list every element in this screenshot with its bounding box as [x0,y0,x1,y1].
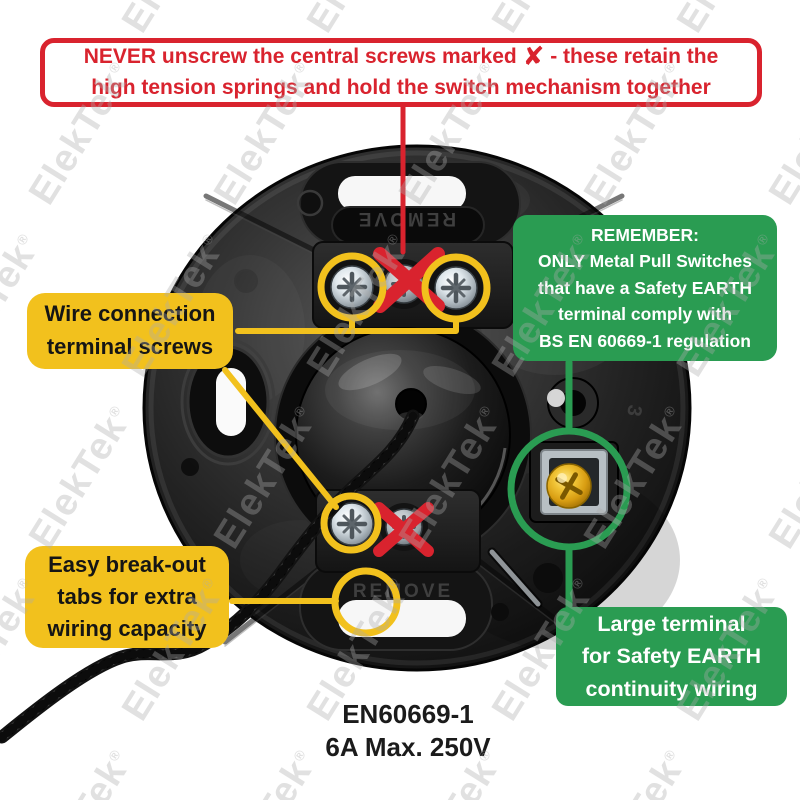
breakout-tabs-label: Easy break-out tabs for extra wiring cap… [25,546,229,648]
warning-text-line2: high tension springs and hold the switch… [91,75,711,99]
earth-terminal [529,441,619,523]
annotations [222,103,631,637]
label-line: tabs for extra [57,583,197,609]
remember-line: REMEMBER: [591,224,699,245]
emboss-circle [296,189,324,217]
remember-line: terminal comply with [557,304,733,325]
label-line: for Safety EARTH [581,644,762,669]
terminal-screw-right [434,266,478,310]
label-line: Wire connection [44,301,216,327]
label-line: Easy break-out [48,551,206,577]
standard-caption: EN60669-1 6A Max. 250V [290,696,526,766]
standard-number: EN60669-1 [342,699,474,729]
remember-line: BS EN 60669-1 regulation [538,330,752,351]
wire-terminals-label: Wire connection terminal screws [27,293,233,369]
terminal-screw-left [330,265,374,309]
terminal-screw-lower [330,502,374,546]
earth-terminal-screw [546,463,592,509]
warning-box: NEVER unscrew the central screws marked … [40,38,762,107]
label-line: terminal screws [46,334,214,359]
label-line: Large terminal [597,612,746,637]
warning-text: - these retain the [544,45,719,69]
remember-line: ONLY Metal Pull Switches [538,251,752,272]
yellow-connector-bracket [235,315,459,334]
rating-text: 6A Max. 250V [325,732,491,762]
earth-terminal-label: Large terminal for Safety EARTH continui… [556,607,787,706]
emboss-digit: 3 [622,403,646,418]
warning-text-line1: NEVER unscrew the central screws marked … [51,42,751,72]
label-line: continuity wiring [585,676,758,701]
remove-tab-top-label: REMOVE [356,208,456,229]
x-mark-icon: ✘ [522,41,545,72]
remove-tab-bottom-label: REMOVE [353,581,453,602]
highlight-circle-screw-lower [320,492,382,554]
red-x-mark-bottom [373,502,434,557]
pull-cord [0,409,420,744]
label-line: wiring capacity [47,616,207,642]
cable-entry-top: REMOVE [299,161,521,247]
remember-line: that have a Safety EARTH [538,277,752,298]
yellow-connector-diagonal [222,367,339,510]
warning-text: NEVER unscrew the central screws marked [83,45,523,69]
remember-box: REMEMBER: ONLY Metal Pull Switches that … [513,215,777,361]
